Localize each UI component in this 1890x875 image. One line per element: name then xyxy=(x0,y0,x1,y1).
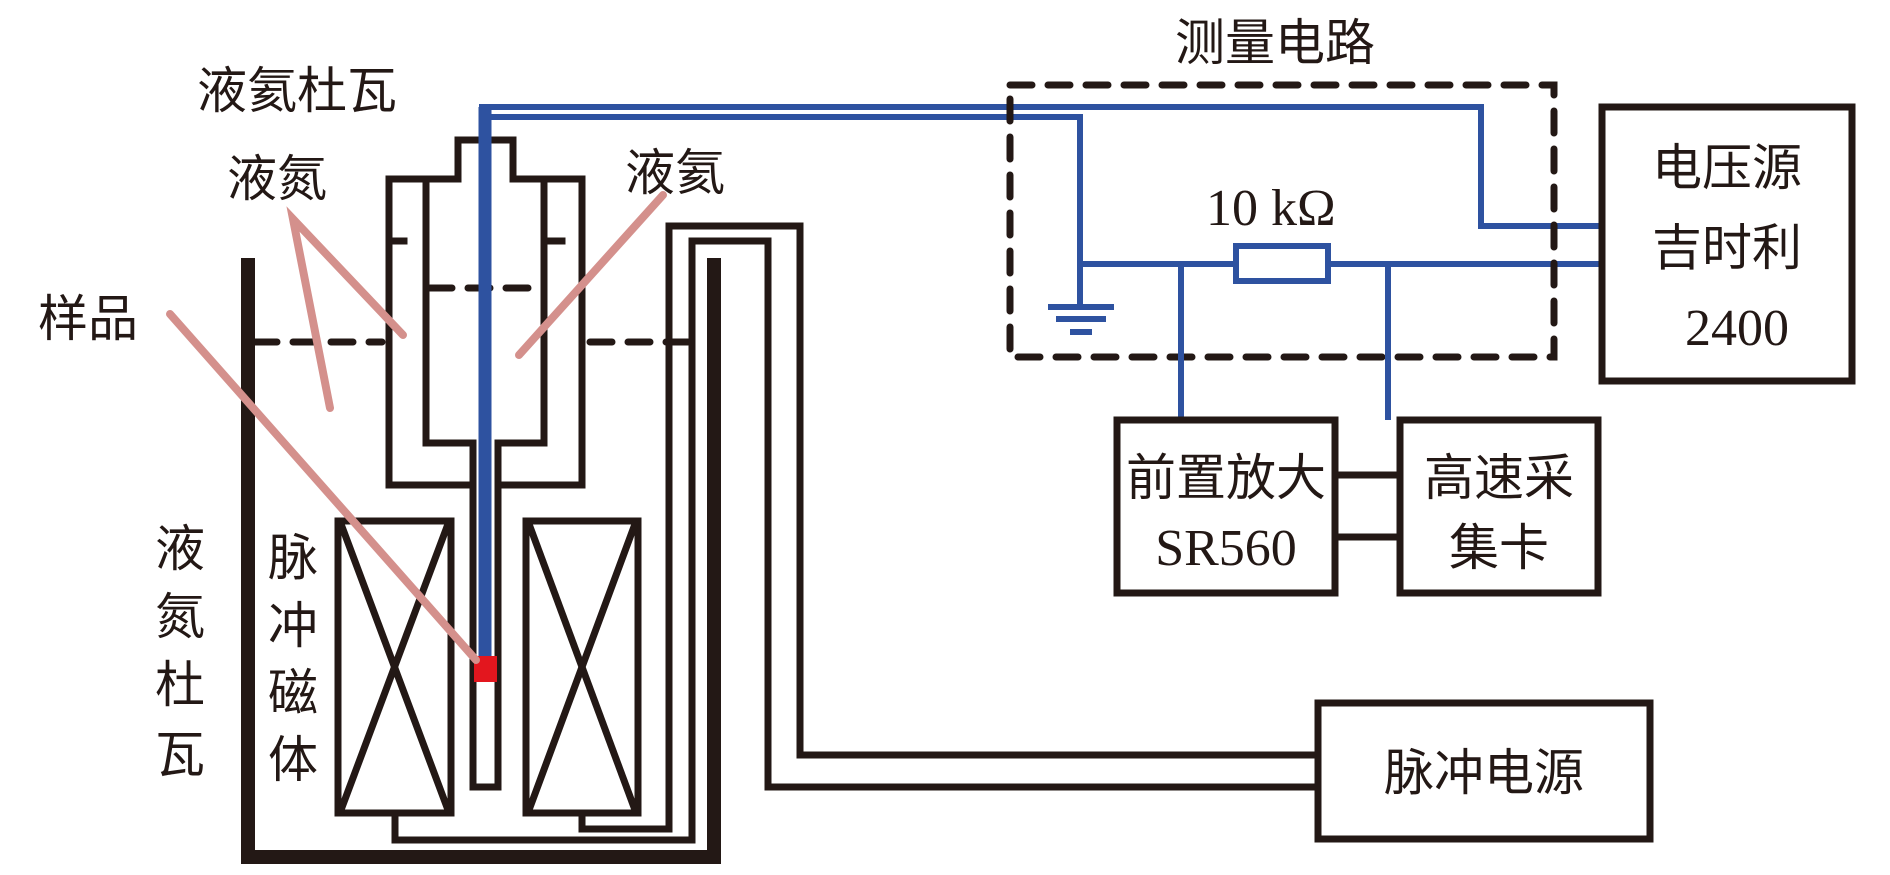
label-measurement-circuit: 测量电路 xyxy=(1175,14,1375,72)
pointer-liquid-nitrogen xyxy=(286,206,407,412)
resistor-icon xyxy=(1233,243,1331,284)
label-liquid-helium: 液氦 xyxy=(625,144,725,202)
vertical-char: 冲 xyxy=(268,597,318,655)
voltage-source-line2: 吉时利 xyxy=(1652,219,1802,277)
label-pointers xyxy=(166,191,667,664)
label-helium-dewar: 液氦杜瓦 xyxy=(197,62,397,120)
pulse-power-box xyxy=(1314,699,1654,843)
vertical-char: 氮 xyxy=(155,588,205,646)
vertical-char: 脉 xyxy=(268,529,318,587)
pointer-sample xyxy=(166,310,480,664)
sample-marker xyxy=(474,656,497,682)
vertical-char: 瓦 xyxy=(155,726,205,784)
label-resistor-value: 10 kΩ xyxy=(1206,180,1336,237)
vertical-char: 液 xyxy=(155,520,205,578)
label-sample: 样品 xyxy=(38,290,138,348)
vertical-char: 磁 xyxy=(268,664,318,722)
label-nitrogen-dewar-vertical: 液 氮 杜 瓦 xyxy=(155,520,205,784)
voltage-source-model: 2400 xyxy=(1685,300,1789,357)
pulse-magnet-right-coil xyxy=(522,517,642,817)
ground-icon xyxy=(1048,264,1114,335)
daq-card-line2: 集卡 xyxy=(1449,519,1549,577)
preamplifier-model: SR560 xyxy=(1155,520,1297,577)
measurement-circuit-boundary xyxy=(1006,81,1558,361)
label-liquid-nitrogen: 液氮 xyxy=(227,150,327,208)
voltage-source-box xyxy=(1598,103,1856,385)
vertical-char: 杜 xyxy=(155,656,205,714)
label-pulse-magnet-vertical: 脉 冲 磁 体 xyxy=(268,529,318,789)
daq-card-box xyxy=(1396,416,1602,597)
preamplifier-box xyxy=(1113,416,1339,597)
probe-wiring xyxy=(478,104,1602,660)
preamplifier-line1: 前置放大 xyxy=(1126,449,1326,507)
vertical-char: 体 xyxy=(268,731,318,789)
pulse-power-label: 脉冲电源 xyxy=(1384,744,1584,802)
magnet-leads xyxy=(391,222,1322,844)
voltage-source-line1: 电压源 xyxy=(1652,139,1802,197)
pointer-liquid-helium xyxy=(515,191,667,359)
measurement-circuit xyxy=(1006,81,1558,420)
daq-card-line1: 高速采 xyxy=(1424,449,1574,507)
